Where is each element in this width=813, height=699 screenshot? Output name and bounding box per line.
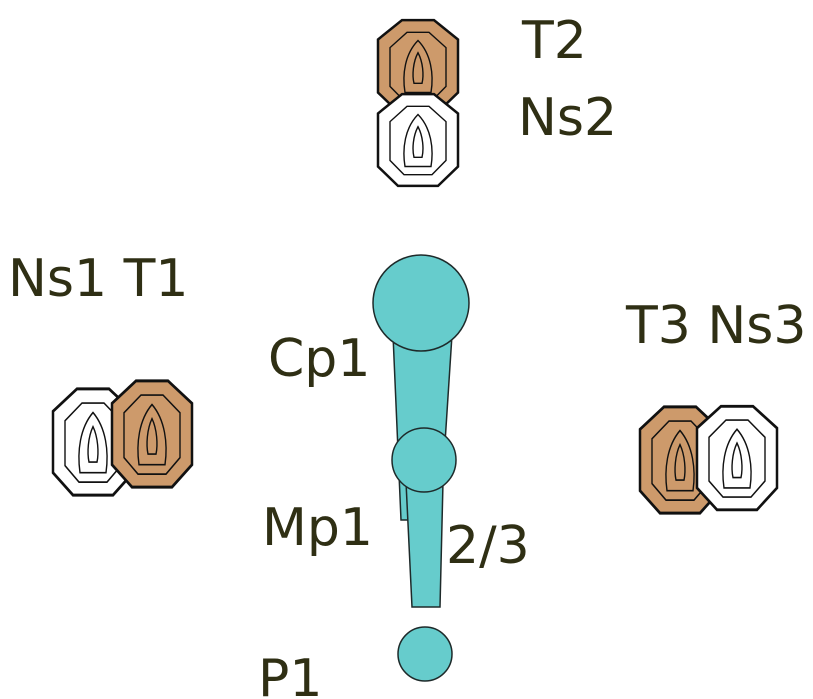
white-target-ns3 — [695, 404, 779, 512]
white-target-ns2 — [376, 92, 460, 188]
mp1-arrow — [405, 481, 444, 608]
label-fraction: 2/3 — [446, 516, 530, 576]
label-ns1-t1: Ns1 T1 — [8, 249, 188, 309]
player-markers — [372, 254, 470, 682]
cp1-position-circle — [372, 254, 470, 352]
label-cp1: Cp1 — [268, 329, 370, 389]
label-t2: T2 — [521, 11, 587, 71]
label-p1: P1 — [258, 649, 322, 699]
p1-position-circle — [397, 626, 453, 682]
label-ns2: Ns2 — [518, 88, 617, 148]
brown-target-t1 — [110, 379, 194, 489]
target-group-t3-ns3 — [638, 404, 779, 515]
label-mp1: Mp1 — [262, 498, 373, 558]
target-group-t2-ns2 — [376, 18, 460, 188]
target-group-ns1-t1 — [51, 379, 194, 497]
mp1-position-circle — [391, 427, 457, 493]
label-t3-ns3: T3 Ns3 — [625, 296, 806, 356]
